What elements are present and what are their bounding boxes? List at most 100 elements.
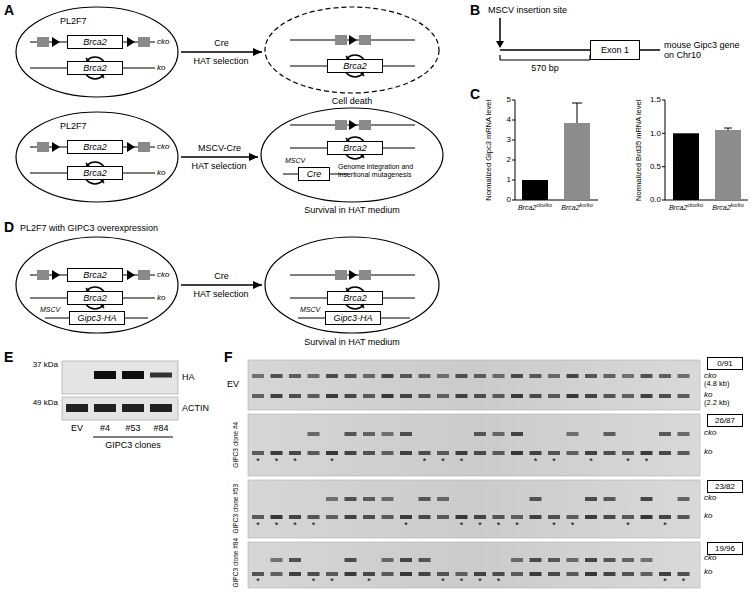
dna-band	[419, 374, 431, 378]
cell-ellipse: PL2F7ckokoBrca2Brca2	[15, 6, 179, 98]
genotype-superscript: cko/ko	[687, 202, 703, 208]
dna-band	[382, 394, 394, 398]
tick-label: 1.0	[650, 129, 661, 138]
dna-band	[271, 394, 283, 398]
label-text: Cre	[307, 169, 322, 179]
recombined-allele	[290, 270, 415, 280]
dna-band	[400, 394, 412, 398]
western-blot	[62, 361, 178, 437]
dna-band	[493, 451, 505, 455]
allele-label: cko	[704, 553, 716, 562]
gene-box: Brca2	[67, 61, 123, 75]
label-text: Brca2	[83, 142, 107, 152]
dna-band	[456, 451, 468, 455]
asterisk-mark: *	[330, 576, 334, 586]
label-text: Brca2	[83, 270, 107, 280]
blot-row-label: GIPC3 clone #84	[232, 538, 239, 588]
asterisk-mark: *	[663, 520, 667, 530]
label-text: Brca2	[343, 61, 367, 71]
genotype-superscript: ko/ko	[580, 202, 593, 208]
asterisk-mark: *	[275, 456, 279, 466]
southern-blots	[248, 360, 700, 588]
dna-band	[659, 394, 671, 398]
dna-band	[252, 394, 264, 398]
tick-label: 2	[507, 155, 511, 164]
dna-band	[289, 374, 301, 378]
dna-band	[493, 374, 505, 378]
dna-band	[308, 451, 320, 455]
step-label: MSCV-Cre	[198, 143, 241, 153]
label-text: PL2F7	[60, 121, 87, 131]
dna-band	[400, 432, 412, 436]
asterisk-mark: *	[497, 520, 501, 530]
dna-band	[271, 451, 283, 455]
dna-band	[326, 497, 338, 501]
dna-band	[641, 374, 653, 378]
size-label: 570 bp	[531, 63, 559, 73]
label-text: Gipc3-HA	[77, 313, 116, 323]
label-text: MSCV	[300, 306, 320, 314]
asterisk-mark: *	[256, 520, 260, 530]
step-label: HAT selection	[191, 161, 246, 171]
cko-allele	[30, 142, 155, 152]
dna-band	[585, 572, 597, 576]
dna-band	[345, 432, 357, 436]
dna-band	[419, 394, 431, 398]
dna-band	[252, 451, 264, 455]
dna-band	[382, 432, 394, 436]
dna-band	[493, 432, 505, 436]
dna-band	[604, 497, 616, 501]
label-text: 23/82	[715, 482, 735, 491]
dna-band	[456, 374, 468, 378]
dna-band	[548, 572, 560, 576]
dna-band	[289, 451, 301, 455]
dna-band	[641, 451, 653, 455]
gene-box: Brca2	[67, 140, 123, 154]
cell-outline	[15, 6, 179, 98]
count-box: 26/87	[707, 414, 743, 427]
label-text: Genome integration and insertional mutag…	[338, 163, 426, 179]
asterisk-mark: *	[256, 456, 260, 466]
dna-band	[271, 515, 283, 519]
dna-band	[622, 572, 634, 576]
dna-band	[345, 572, 357, 576]
label-text: Brca2	[83, 168, 107, 178]
size-label: (4.8 kb)	[704, 380, 729, 389]
dna-band	[641, 515, 653, 519]
dna-band	[437, 451, 449, 455]
allele-label: ko	[704, 567, 712, 576]
label-text: 19/96	[715, 544, 735, 553]
genotype-label: Brca2	[561, 204, 579, 212]
genotype-label: Brca2	[518, 204, 536, 212]
process-arrow	[181, 51, 262, 53]
dna-band	[345, 515, 357, 519]
step-label: HAT selection	[193, 56, 248, 66]
label-text: MSCV	[40, 306, 60, 314]
asterisk-mark: *	[293, 520, 297, 530]
dna-band	[252, 515, 264, 519]
dna-band	[252, 572, 264, 576]
asterisk-mark: *	[275, 520, 279, 530]
dna-band	[363, 572, 375, 576]
gene-label: mouse Gipc3 gene on Chr10	[664, 40, 752, 61]
bar-chart	[662, 100, 748, 200]
gene-box: Brca2	[67, 268, 123, 282]
dna-band	[548, 515, 560, 519]
dna-band	[382, 558, 394, 562]
asterisk-mark: *	[330, 456, 334, 466]
dna-band	[419, 558, 431, 562]
tick-label: 1	[507, 175, 511, 184]
dna-band	[585, 497, 597, 501]
label-text: Cell death	[332, 96, 373, 106]
dna-band	[548, 451, 560, 455]
dna-band	[271, 572, 283, 576]
transgene-box: Gipc3-HA	[69, 311, 125, 325]
cell-outline-path	[265, 7, 439, 93]
cell-outline-path	[16, 7, 178, 97]
dna-band	[604, 394, 616, 398]
asterisk-mark: *	[497, 576, 501, 586]
dna-band	[511, 394, 523, 398]
lane-label: #53	[125, 423, 140, 433]
asterisk-mark: *	[571, 520, 575, 530]
